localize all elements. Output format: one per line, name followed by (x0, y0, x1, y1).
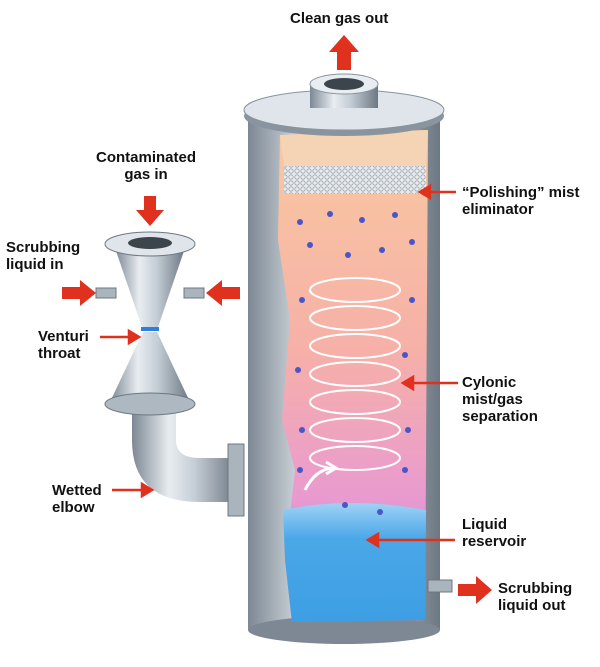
label-contaminated-gas-in: Contaminated gas in (96, 149, 197, 183)
venturi-assembly (95, 231, 453, 593)
pointer-arrows (100, 183, 458, 549)
label-venturi-throat: Venturi throat (38, 328, 89, 362)
liquid-reservoir (283, 503, 426, 622)
label-clean-gas-out: Clean gas out (290, 10, 389, 27)
venturi-throat-band (141, 327, 159, 331)
arrow-liquid-out (458, 576, 492, 604)
label-polishing-mist-eliminator: “Polishing” mist eliminator (462, 184, 580, 218)
arrow-gas-in (136, 196, 164, 226)
label-cyclonic-separation: Cylonic mist/gas separation (462, 374, 538, 425)
venturi-converging (115, 248, 185, 330)
droplets (295, 211, 415, 515)
arrow-liquid-in-left (62, 280, 96, 306)
label-liquid-reservoir: Liquid reservoir (462, 516, 527, 550)
cyclonic-spiral (303, 277, 401, 491)
elbow-flange (227, 443, 245, 517)
arrow-clean-gas-out (329, 35, 359, 70)
venturi-diverging (110, 332, 190, 402)
label-scrubbing-liquid-out: Scrubbing liquid out (498, 580, 573, 614)
wetted-elbow-pipe (132, 405, 238, 502)
arrow-liquid-in-right (206, 280, 240, 306)
mist-eliminator-mesh (284, 166, 426, 194)
label-wetted-elbow: Wetted elbow (52, 482, 102, 516)
separator-tank (243, 73, 445, 644)
flow-arrows (62, 35, 492, 604)
cutaway-interior (278, 130, 428, 622)
label-scrubbing-liquid-in: Scrubbing liquid in (6, 239, 81, 273)
